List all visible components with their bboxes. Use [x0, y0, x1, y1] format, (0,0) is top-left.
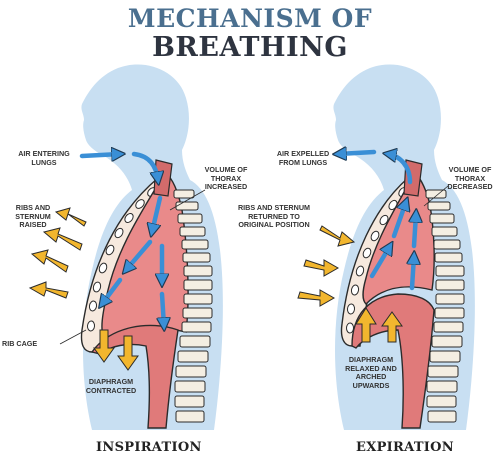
label-air-entering-lungs: AIR ENTERING LUNGS	[18, 149, 70, 167]
expiration-diaphragm	[351, 293, 435, 429]
caption-inspiration: INSPIRATION	[96, 440, 202, 455]
label-volume-thorax-decreased: VOLUME OF THORAX DECREASED	[447, 165, 493, 191]
inspiration-air-arrows	[79, 154, 164, 326]
inspiration-spine	[173, 189, 213, 423]
diagram-title-line2: BREATHING	[152, 32, 348, 63]
expiration-figure	[297, 64, 475, 431]
label-ribs-sternum-raised: RIBS AND STERNUM RAISED	[15, 203, 51, 229]
inspiration-diaphragm-arrows	[93, 329, 139, 371]
expiration-air-arrows	[338, 152, 416, 291]
label-diaphragm-relaxed: DIAPHRAGM RELAXED AND ARCHED UPWARDS	[345, 355, 397, 390]
inspiration-figure	[28, 64, 223, 431]
label-ribs-sternum-returned: RIBS AND STERNUM RETURNED TO ORIGINAL PO…	[237, 203, 310, 229]
expiration-spine	[425, 189, 465, 423]
label-diaphragm-contracted: DIAPHRAGM CONTRACTED	[85, 377, 137, 395]
caption-expiration: EXPIRATION	[356, 440, 454, 455]
label-air-expelled-from-lungs: AIR EXPELLED FROM LUNGS	[276, 149, 330, 167]
inspiration-rib-arrows	[28, 207, 87, 299]
diagram-title-line1: MECHANISM OF	[127, 4, 373, 33]
expiration-rib-arrows	[297, 225, 356, 307]
label-rib-cage: RIB CAGE	[2, 339, 38, 348]
inspiration-diaphragm	[90, 324, 179, 429]
label-volume-thorax-increased: VOLUME OF THORAX INCREASED	[204, 165, 248, 191]
expiration-diaphragm-arrows	[355, 307, 403, 343]
